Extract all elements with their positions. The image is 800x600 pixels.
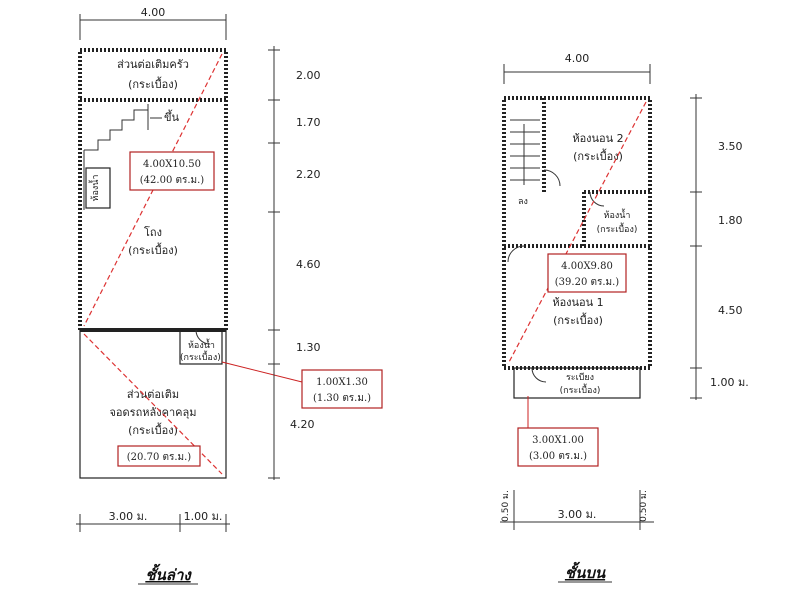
ground-parking-area xyxy=(79,329,227,479)
ground-kitchen-floor: (กระเบื้อง) xyxy=(128,76,178,91)
upper-floor-plan: 4.00 ลง ระเบียง (กระเบื้อง) ห้องนอน 2 (ก… xyxy=(500,52,749,583)
ground-dim-label-2: 1.70 xyxy=(296,116,321,129)
upper-bed1-floor: (กระเบื้อง) xyxy=(553,312,603,327)
ground-bottom-dim-2: 1.00 ม. xyxy=(184,510,223,523)
upper-balcony-callout-box xyxy=(517,427,599,467)
ground-dim-label-4: 4.60 xyxy=(296,258,321,271)
upper-width-label: 4.00 xyxy=(565,52,590,65)
ground-hall-label: โถง xyxy=(144,225,162,239)
upper-bed1-label: ห้องนอน 1 xyxy=(552,296,603,309)
upper-bed2-label: ห้องนอน 2 xyxy=(572,132,623,145)
upper-bottom-dim-1: 0.50 ม. xyxy=(501,490,511,522)
upper-bed2-door-swing xyxy=(543,169,561,187)
ground-parking-floor: (กระเบื้อง) xyxy=(128,422,178,437)
ground-wc-callout-sqm: (1.30 ตร.ม.) xyxy=(313,393,371,404)
ground-dim-label-6: 4.20 xyxy=(290,418,315,431)
upper-floor-title: ชั้นบน xyxy=(565,561,606,582)
ground-parking-label-2: จอดรถหลังคาคลุม xyxy=(109,406,196,419)
ground-wc-callout-box xyxy=(301,369,383,409)
upper-bottom-dim-2: 3.00 ม. xyxy=(558,508,597,521)
ground-dim-label-5: 1.30 xyxy=(296,341,321,354)
upper-balcony-callout-dimensions: 3.00X1.00 xyxy=(532,435,584,446)
ground-floor-title: ชั้นล่าง xyxy=(145,563,192,584)
ground-hall-floor: (กระเบื้อง) xyxy=(128,242,178,257)
ground-parking-area-sqm: (20.70 ตร.ม.) xyxy=(127,452,192,463)
upper-bed2-floor: (กระเบื้อง) xyxy=(573,148,623,163)
ground-bath-label: ห้องน้ำ xyxy=(88,175,101,202)
ground-floor-plan: 4.00 ขึ้น ห้องน้ำ ห้องน้ำ (กระเบื้อง) ส่… xyxy=(76,6,383,585)
upper-dim-label-2: 1.80 xyxy=(718,214,743,227)
upper-bottom-dim-3: 0.50 ม. xyxy=(639,490,649,522)
upper-balcony-callout-sqm: (3.00 ตร.ม.) xyxy=(529,451,587,462)
ground-width-label: 4.00 xyxy=(141,6,166,19)
upper-area-sqm: (39.20 ตร.ม.) xyxy=(555,277,620,288)
ground-wc-label: ห้องน้ำ xyxy=(188,338,215,351)
upper-bath-floor: (กระเบื้อง) xyxy=(597,222,638,235)
ground-outer-wall xyxy=(78,48,228,332)
upper-stair-label: ลง xyxy=(518,197,528,207)
upper-stairs xyxy=(510,119,540,185)
upper-main-diagonal xyxy=(507,101,647,365)
ground-wc-callout-dimensions: 1.00X1.30 xyxy=(316,377,368,388)
upper-dim-label-1: 3.50 xyxy=(718,140,743,153)
ground-parking-area-box xyxy=(117,445,201,467)
ground-stairs xyxy=(83,104,162,210)
upper-balcony-label: ระเบียง xyxy=(566,372,594,383)
upper-dim-label-3: 4.50 xyxy=(718,304,743,317)
upper-area-dimensions: 4.00X9.80 xyxy=(561,261,613,272)
ground-area-dimensions: 4.00X10.50 xyxy=(143,159,201,170)
ground-dim-label-3: 2.20 xyxy=(296,168,321,181)
ground-stair-label: ขึ้น xyxy=(164,109,180,124)
ground-wc-floor: (กระเบื้อง) xyxy=(180,350,221,363)
ground-wc-door-swing xyxy=(195,329,211,345)
ground-wc-room xyxy=(179,329,223,365)
upper-bath-door-swing xyxy=(589,191,605,207)
ground-bath-room xyxy=(85,167,111,209)
ground-kitchen-label: ส่วนต่อเติมครัว xyxy=(117,58,189,71)
upper-dim-label-4: 1.00 ม. xyxy=(710,376,749,389)
ground-wc-callout-line xyxy=(221,361,303,383)
ground-area-sqm: (42.00 ตร.ม.) xyxy=(140,175,205,186)
upper-bath-label: ห้องน้ำ xyxy=(604,208,631,221)
upper-balcony xyxy=(513,367,641,399)
ground-bottom-dim-1: 3.00 ม. xyxy=(109,510,148,523)
upper-bed1-door-swing xyxy=(507,245,525,263)
ground-dim-label-1: 2.00 xyxy=(296,69,321,82)
ground-parking-label: ส่วนต่อเติม xyxy=(127,388,179,401)
upper-balcony-door-swing xyxy=(531,367,547,383)
upper-balcony-floor: (กระเบื้อง) xyxy=(560,383,601,396)
ground-stair-steps xyxy=(84,109,148,151)
ground-area-box xyxy=(129,151,215,191)
upper-area-box xyxy=(547,253,627,293)
